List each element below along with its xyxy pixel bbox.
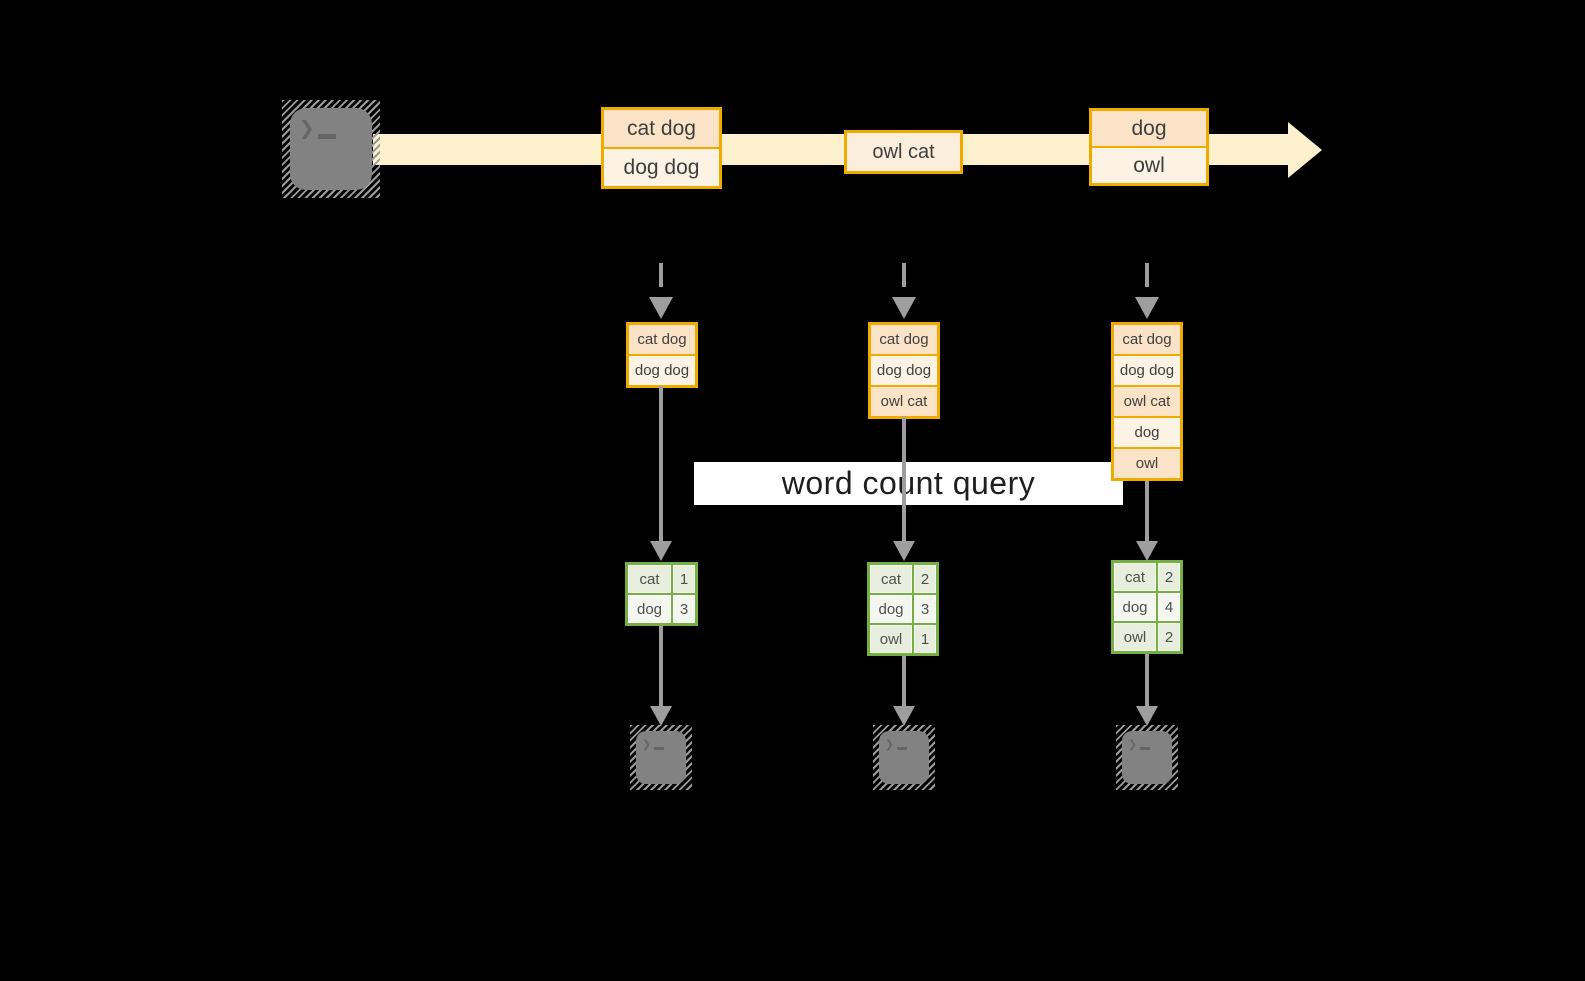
query-arrowhead-icon	[893, 541, 915, 561]
query-arrow	[1145, 481, 1149, 542]
prompt-icon: ❯	[885, 737, 908, 752]
count-word: dog	[870, 595, 912, 623]
count-value: 4	[1158, 593, 1180, 621]
query-arrowhead-icon	[650, 541, 672, 561]
stream-message-1: cat dog dog dog	[601, 107, 722, 189]
buffer-stack-3: cat dog dog dog owl cat dog owl	[1111, 322, 1183, 481]
query-arrowhead-icon	[1136, 541, 1158, 561]
stream-message-2: owl cat	[844, 130, 963, 174]
buffer-line: cat dog	[1114, 325, 1180, 354]
terminal-icon: ❯	[1116, 725, 1178, 790]
count-word: cat	[870, 565, 912, 593]
buffer-line: owl cat	[871, 387, 937, 416]
query-arrow	[659, 386, 663, 542]
dashed-arrowhead-icon	[1135, 297, 1159, 319]
output-arrow	[902, 656, 906, 708]
dashed-arrow	[659, 263, 663, 287]
buffer-line: dog dog	[629, 356, 695, 385]
buffer-stack-1: cat dog dog dog	[626, 322, 698, 388]
count-word: dog	[628, 595, 671, 623]
message-line: dog dog	[604, 149, 719, 186]
terminal-body	[636, 731, 686, 784]
output-arrow	[659, 626, 663, 708]
count-table-2: cat 2 dog 3 owl 1	[867, 562, 939, 656]
buffer-line: dog dog	[871, 356, 937, 385]
output-arrowhead-icon	[1136, 706, 1158, 726]
count-word: dog	[1114, 593, 1156, 621]
count-value: 3	[673, 595, 695, 623]
buffer-line: owl cat	[1114, 387, 1180, 416]
stream-message-3: dog owl	[1089, 108, 1209, 186]
dashed-arrowhead-icon	[892, 297, 916, 319]
count-value: 1	[673, 565, 695, 593]
terminal-body	[290, 108, 372, 190]
prompt-icon: ❯	[642, 737, 665, 752]
count-value: 3	[914, 595, 936, 623]
message-line: owl cat	[847, 133, 960, 171]
message-line: dog	[1092, 111, 1206, 146]
count-value: 2	[1158, 563, 1180, 591]
count-word: owl	[870, 625, 912, 653]
count-value: 2	[914, 565, 936, 593]
dashed-arrow	[902, 263, 906, 287]
count-value: 2	[1158, 623, 1180, 651]
terminal-body	[1122, 731, 1172, 784]
buffer-line: cat dog	[629, 325, 695, 354]
buffer-line: owl	[1114, 449, 1180, 478]
query-banner: word count query	[694, 462, 1123, 505]
count-word: cat	[1114, 563, 1156, 591]
count-table-1: cat 1 dog 3	[625, 562, 698, 626]
prompt-icon: ❯	[1128, 737, 1151, 752]
prompt-icon: ❯	[299, 116, 336, 142]
count-word: cat	[628, 565, 671, 593]
count-table-3: cat 2 dog 4 owl 2	[1111, 560, 1183, 654]
output-arrowhead-icon	[893, 706, 915, 726]
output-arrow	[1145, 654, 1149, 708]
message-line: cat dog	[604, 110, 719, 147]
dashed-arrow	[1145, 263, 1149, 287]
output-arrowhead-icon	[650, 706, 672, 726]
message-line: owl	[1092, 148, 1206, 183]
count-word: owl	[1114, 623, 1156, 651]
count-value: 1	[914, 625, 936, 653]
terminal-body	[879, 731, 929, 784]
query-banner-label: word count query	[781, 465, 1036, 501]
terminal-icon: ❯	[282, 100, 380, 198]
terminal-icon: ❯	[873, 725, 935, 790]
buffer-line: dog dog	[1114, 356, 1180, 385]
query-arrow	[902, 417, 906, 542]
buffer-line: cat dog	[871, 325, 937, 354]
buffer-stack-2: cat dog dog dog owl cat	[868, 322, 940, 419]
terminal-icon: ❯	[630, 725, 692, 790]
stream-arrowhead-icon	[1288, 122, 1322, 178]
dashed-arrowhead-icon	[649, 297, 673, 319]
buffer-line: dog	[1114, 418, 1180, 447]
